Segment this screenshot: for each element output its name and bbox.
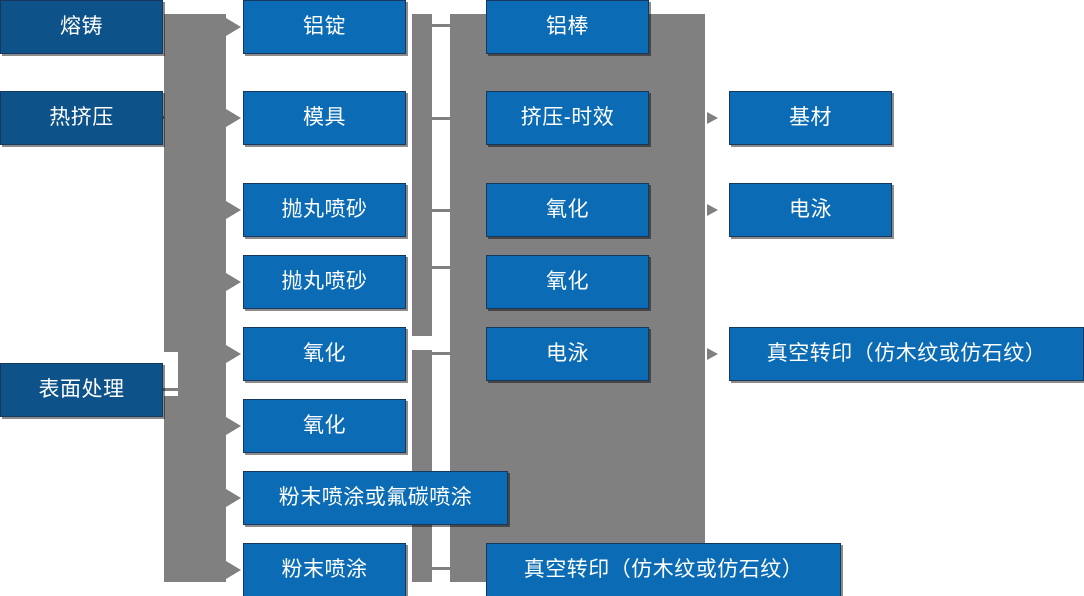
output-box-substrate[interactable]: 基材 [729, 91, 892, 145]
left-band-notch [164, 352, 178, 396]
secondary-box-label: 氧化 [546, 198, 589, 222]
stage-box-label: 熔铸 [60, 15, 103, 39]
output-box-label: 基材 [789, 106, 832, 130]
left-arrow-7 [226, 489, 241, 507]
left-arrow-8 [226, 561, 241, 579]
left-arrow-4 [226, 273, 241, 291]
stage-box-label: 热挤压 [49, 106, 114, 130]
output-box-vacuum-transfer-printing[interactable]: 真空转印（仿木纹或仿石纹） [729, 327, 1084, 381]
right-arrow-1 [707, 112, 718, 124]
step-box-label: 氧化 [303, 342, 346, 366]
step-box-label: 抛丸喷砂 [281, 270, 368, 294]
stage-box-label: 表面处理 [38, 378, 125, 402]
stage-box-melt-casting[interactable]: 熔铸 [0, 0, 163, 54]
step-box-powder-coating[interactable]: 粉末喷涂 [243, 543, 406, 596]
secondary-box-oxidation-2[interactable]: 氧化 [486, 255, 649, 309]
mid-tick-5 [430, 352, 452, 355]
step-box-label: 粉末喷涂 [281, 558, 368, 582]
mid-tick-2 [430, 117, 452, 120]
mid-thin-bar-upper [412, 14, 432, 336]
right-arrow-3 [707, 348, 718, 360]
secondary-box-vacuum-transfer-printing[interactable]: 真空转印（仿木纹或仿石纹） [486, 543, 841, 596]
secondary-box-label: 真空转印（仿木纹或仿石纹） [523, 558, 804, 582]
output-box-label: 电泳 [789, 198, 832, 222]
stage2-stub [163, 116, 177, 119]
secondary-box-label: 氧化 [546, 270, 589, 294]
left-arrow-2 [226, 109, 241, 127]
mid-tick-6 [430, 567, 452, 570]
step-box-label: 氧化 [303, 414, 346, 438]
stage-box-surface-treatment[interactable]: 表面处理 [0, 363, 163, 417]
step-box-label: 铝锭 [303, 15, 346, 39]
left-arrow-6 [226, 417, 241, 435]
step-box-mold[interactable]: 模具 [243, 91, 406, 145]
stage3-stub [163, 388, 183, 391]
stage-box-hot-extrusion[interactable]: 热挤压 [0, 91, 163, 145]
mid-tick-4 [430, 266, 452, 269]
step-box-label: 模具 [303, 106, 346, 130]
step-box-label: 粉末喷涂或氟碳喷涂 [278, 486, 473, 510]
mid-thin-bar-lower [412, 350, 432, 582]
mid-tick-3 [430, 209, 452, 212]
step-box-label: 抛丸喷砂 [281, 198, 368, 222]
step-box-shot-blasting-2[interactable]: 抛丸喷砂 [243, 255, 406, 309]
secondary-box-aluminum-bar[interactable]: 铝棒 [486, 0, 649, 54]
step-box-shot-blasting-1[interactable]: 抛丸喷砂 [243, 183, 406, 237]
left-connector-band [164, 14, 226, 582]
step-box-oxidation-1[interactable]: 氧化 [243, 327, 406, 381]
secondary-box-label: 挤压-时效 [520, 106, 615, 130]
left-arrow-3 [226, 201, 241, 219]
left-arrow-5 [226, 345, 241, 363]
step-box-powder-or-fluorocarbon-coating[interactable]: 粉末喷涂或氟碳喷涂 [243, 471, 508, 525]
secondary-box-label: 电泳 [546, 342, 589, 366]
step-box-aluminum-ingot[interactable]: 铝锭 [243, 0, 406, 54]
secondary-box-extrusion-aging[interactable]: 挤压-时效 [486, 91, 649, 145]
output-box-label: 真空转印（仿木纹或仿石纹） [766, 342, 1047, 366]
secondary-box-oxidation-1[interactable]: 氧化 [486, 183, 649, 237]
mid-tick-1 [430, 24, 452, 27]
secondary-box-label: 铝棒 [546, 15, 589, 39]
step-box-oxidation-2[interactable]: 氧化 [243, 399, 406, 453]
left-arrow-1 [226, 18, 241, 36]
right-arrow-2 [707, 204, 718, 216]
secondary-box-electrophoresis[interactable]: 电泳 [486, 327, 649, 381]
output-box-electrophoresis[interactable]: 电泳 [729, 183, 892, 237]
